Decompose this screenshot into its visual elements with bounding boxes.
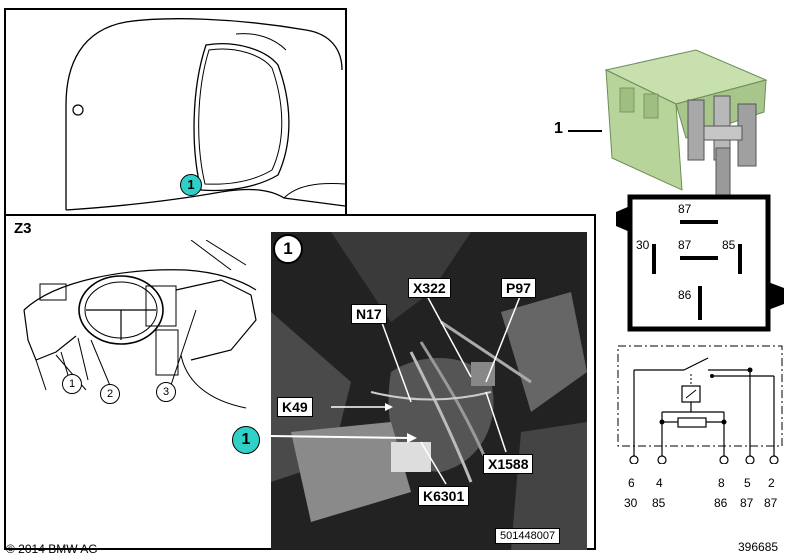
dashboard-drawing [23,240,257,409]
relay-item-leader [568,130,602,132]
pin-86: 86 [678,288,692,302]
pin-30: 30 [636,238,650,252]
terminal-number-2: 2 [768,476,775,490]
callout-1-number: 1 [68,378,76,390]
terminal-name-87b: 87 [764,496,778,510]
label-k6301: K6301 [418,486,470,506]
terminal-name-86: 86 [714,496,728,510]
terminal-number-5: 5 [744,476,751,490]
callout-2-number: 2 [106,388,114,400]
label-n17: N17 [351,304,387,324]
diagram-id: 396685 [738,540,779,554]
relay-pinout: 87 87 30 85 86 [616,192,784,334]
terminal-name-30: 30 [624,496,638,510]
photo-number-text: 1 [283,239,293,258]
z3-panel: Z3 1 2 3 [4,214,596,550]
z3-title: Z3 [14,220,32,237]
label-x322: X322 [408,278,451,298]
pin-85: 85 [722,238,736,252]
relay-pinout-drawing [616,194,784,332]
pin-87-mid: 87 [678,238,692,252]
photo-number: 1 [273,234,303,264]
callout-1[interactable]: 1 [62,374,82,394]
photo-location-marker[interactable]: 1 [232,426,260,454]
relay-part-image [596,40,796,200]
copyright-text: © 2014 BMW AG [6,542,98,556]
component-photo: 1 X322 P97 N17 K49 X1588 K6301 501448007 [271,232,587,550]
label-p97: P97 [501,278,536,298]
pin-87-top: 87 [678,202,692,216]
location-marker-number: 1 [187,177,195,192]
relay-schematic-drawing [617,345,783,465]
terminal-name-85: 85 [652,496,666,510]
photo-location-marker-number: 1 [241,431,251,448]
terminal-number-8: 8 [718,476,725,490]
relay-body-drawing [604,49,768,199]
callout-3-number: 3 [162,386,170,398]
terminal-name-87a: 87 [740,496,754,510]
photo-ref-code: 501448007 [495,528,561,544]
label-x1588: X1588 [483,454,534,474]
terminal-number-6: 6 [628,476,635,490]
relay-schematic: 6 4 8 5 2 30 85 86 87 87 [612,340,788,520]
relay-item-number: 1 [554,120,563,137]
car-top-view-drawing [65,18,346,211]
callout-2[interactable]: 2 [100,384,120,404]
location-marker[interactable]: 1 [180,174,202,196]
car-overview-panel: 1 [4,8,347,216]
callout-3[interactable]: 3 [156,382,176,402]
label-k49: K49 [277,397,313,417]
terminal-number-4: 4 [656,476,663,490]
